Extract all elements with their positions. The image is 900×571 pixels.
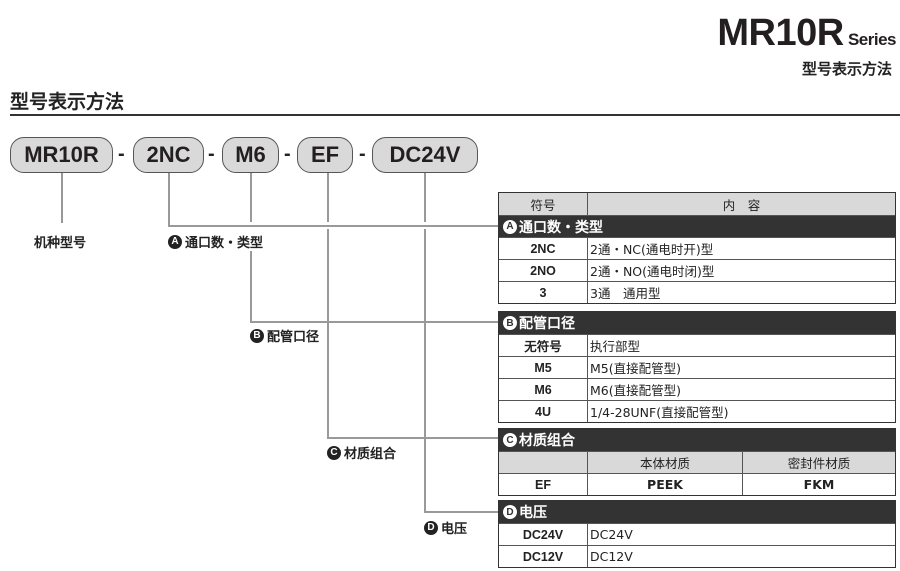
label-text: 材质组合 bbox=[344, 447, 397, 462]
connector-line bbox=[424, 229, 426, 512]
cell-code: DC12V bbox=[499, 546, 588, 567]
label-text: 机种型号 bbox=[34, 236, 87, 251]
label-model: 机种型号 bbox=[34, 232, 86, 251]
cell-desc: 3通 通用型 bbox=[590, 286, 661, 301]
marker-a-icon: A bbox=[503, 219, 517, 234]
section-title-text: 电压 bbox=[519, 505, 547, 521]
table-subheader: 本体材质 密封件材质 bbox=[499, 451, 895, 473]
marker-d-icon: D bbox=[503, 505, 517, 519]
connector-line bbox=[250, 321, 498, 323]
section-title-text: 材质组合 bbox=[519, 433, 575, 449]
cell-desc: 2通・NO(通电时闭)型 bbox=[590, 264, 715, 279]
cell-empty bbox=[499, 452, 588, 473]
cell-seal: FKM bbox=[803, 477, 835, 492]
section-title: 型号表示方法 bbox=[10, 91, 125, 113]
series-model: MR10R bbox=[717, 12, 844, 54]
header-content: 内 容 bbox=[722, 197, 761, 213]
cell-code: M5 bbox=[499, 357, 588, 378]
cell-code: 无符号 bbox=[499, 335, 588, 356]
cell-desc: DC24V bbox=[590, 527, 633, 542]
series-subtitle: 型号表示方法 bbox=[801, 60, 892, 78]
header-symbol: 符号 bbox=[499, 193, 588, 215]
cell-desc: 1/4-28UNF(直接配管型) bbox=[590, 405, 729, 420]
header-seal-material: 密封件材质 bbox=[787, 456, 851, 471]
connector-line bbox=[327, 437, 498, 439]
cell-code: 2NC bbox=[499, 238, 588, 259]
cell-desc: DC12V bbox=[590, 549, 633, 564]
marker-d-icon: D bbox=[424, 520, 438, 535]
table-header: 符号 内 容 bbox=[499, 193, 895, 215]
cell-desc: 2通・NC(通电时开)型 bbox=[590, 242, 714, 257]
label-text: 配管口径 bbox=[267, 330, 320, 345]
separator: - bbox=[118, 143, 125, 165]
cell-code: 2NO bbox=[499, 260, 588, 281]
marker-b-icon: B bbox=[250, 328, 264, 343]
section-title-text: 通口数・类型 bbox=[519, 219, 603, 236]
series-title: MR10R Series bbox=[717, 12, 896, 55]
connector-line bbox=[327, 173, 329, 222]
connector-line bbox=[250, 173, 252, 222]
code-part-model: MR10R bbox=[10, 137, 113, 173]
cell-code: 3 bbox=[499, 282, 588, 303]
cell-code: M6 bbox=[499, 379, 588, 400]
separator: - bbox=[208, 143, 215, 165]
section-divider bbox=[10, 114, 900, 116]
series-word: Series bbox=[847, 30, 897, 49]
separator: - bbox=[284, 143, 291, 165]
separator: - bbox=[359, 143, 366, 165]
connector-line bbox=[168, 225, 498, 227]
connector-line bbox=[250, 251, 252, 322]
connector-line bbox=[61, 173, 63, 223]
table-row: 无符号执行部型 bbox=[499, 334, 895, 356]
code-part-b: M6 bbox=[222, 137, 279, 173]
cell-code: EF bbox=[499, 474, 588, 495]
marker-c-icon: C bbox=[327, 445, 341, 460]
marker-b-icon: B bbox=[503, 316, 517, 330]
connector-line bbox=[424, 511, 498, 513]
cell-code: 4U bbox=[499, 401, 588, 422]
connector-line bbox=[424, 173, 426, 222]
cell-body: PEEK bbox=[588, 474, 743, 495]
marker-c-icon: C bbox=[503, 433, 517, 447]
label-text: 通口数・类型 bbox=[185, 236, 264, 251]
code-part-d: DC24V bbox=[372, 137, 478, 173]
code-part-a: 2NC bbox=[133, 137, 204, 173]
marker-a-icon: A bbox=[168, 234, 182, 249]
cell-desc: 执行部型 bbox=[590, 339, 641, 354]
header-body-material: 本体材质 bbox=[588, 452, 743, 473]
section-title-text: 配管口径 bbox=[519, 316, 575, 332]
cell-code: DC24V bbox=[499, 524, 588, 545]
cell-desc: M5(直接配管型) bbox=[590, 361, 681, 376]
label-text: 电压 bbox=[441, 522, 468, 537]
connector-line bbox=[327, 229, 329, 438]
connector-line bbox=[168, 173, 170, 226]
code-part-c: EF bbox=[297, 137, 353, 173]
cell-desc: M6(直接配管型) bbox=[590, 383, 681, 398]
